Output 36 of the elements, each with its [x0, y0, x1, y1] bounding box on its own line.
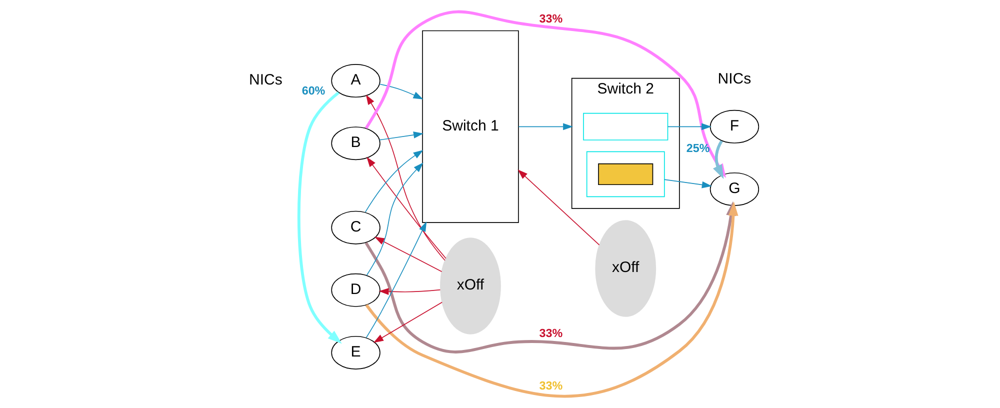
arrow	[296, 92, 342, 344]
arrow	[378, 131, 424, 140]
node-ellipse: C	[330, 210, 380, 244]
arrow	[365, 221, 426, 338]
edge-label: 33%	[538, 380, 562, 393]
node-ellipse: E	[330, 336, 380, 370]
node-ellipse: A	[330, 64, 380, 98]
node-ellipse: xOff	[440, 238, 500, 334]
node-ellipse: G	[709, 172, 759, 206]
node-ellipse: D	[330, 273, 380, 307]
arrow	[518, 123, 573, 130]
node-box: Switch 1	[422, 30, 518, 223]
edge-label: 33%	[538, 327, 562, 340]
node-box	[582, 112, 668, 140]
node-ellipse: F	[709, 110, 759, 144]
label: NICs	[717, 70, 751, 88]
arrow	[712, 140, 724, 179]
node-ellipse: B	[330, 126, 380, 160]
arrow	[366, 156, 446, 259]
arrow	[666, 123, 712, 130]
arrow	[372, 302, 442, 343]
edge-label: 60%	[301, 84, 325, 98]
node-ellipse: xOff	[594, 220, 656, 317]
edge-label: 33%	[538, 12, 562, 26]
arrow	[378, 288, 440, 296]
arrow	[374, 236, 442, 272]
node-flag	[598, 163, 653, 186]
cluster: Switch 2	[570, 78, 680, 209]
arrow	[365, 94, 445, 261]
label: NICs	[248, 71, 282, 88]
arrow	[378, 84, 423, 100]
arrow	[517, 170, 600, 246]
arrow	[364, 150, 423, 213]
arrow	[366, 162, 423, 276]
arrow	[663, 179, 712, 188]
cluster	[586, 151, 664, 198]
